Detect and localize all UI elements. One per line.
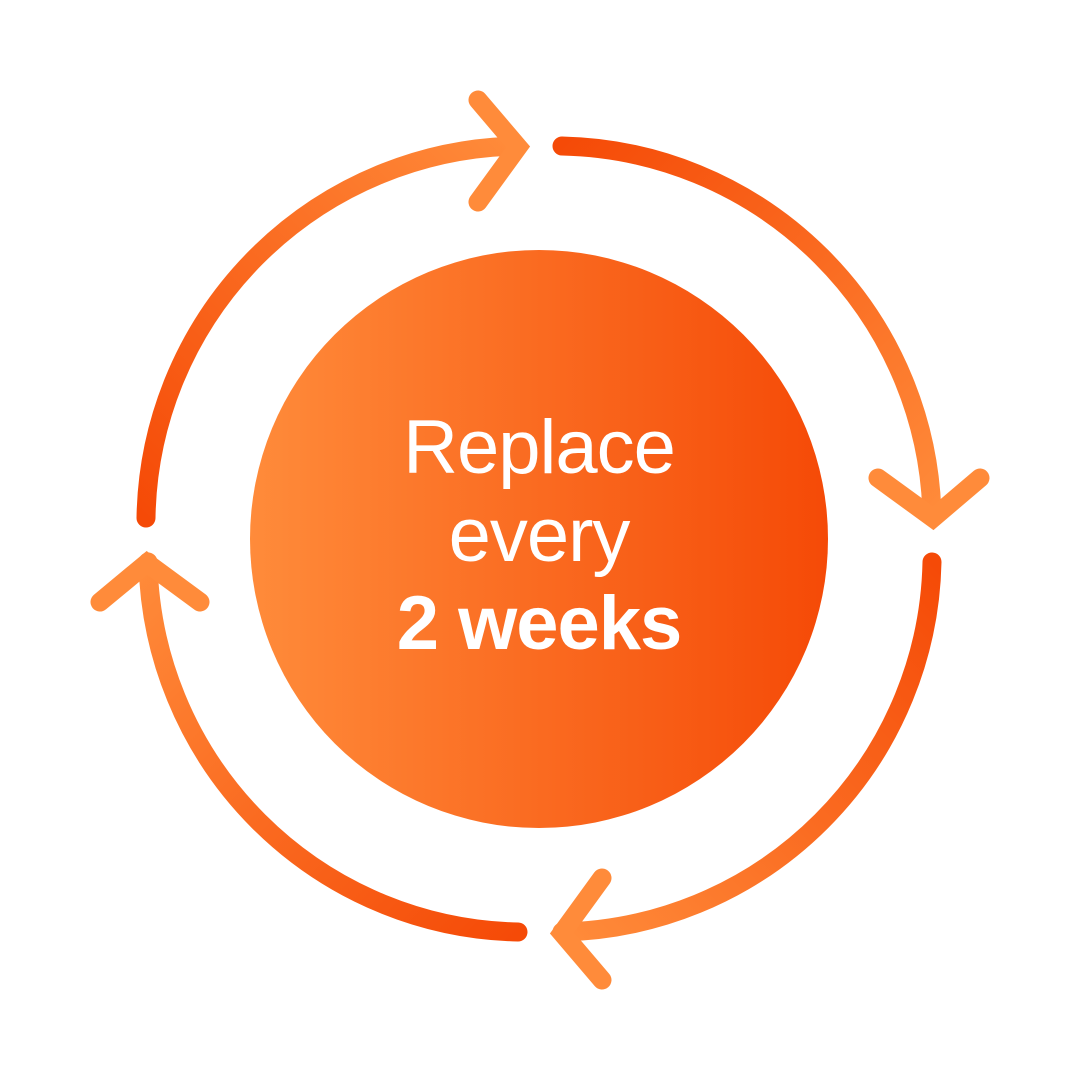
every-text: every bbox=[448, 493, 631, 578]
center-label: Replace every 2 weeks bbox=[250, 250, 828, 828]
arrow-head-bottom-icon bbox=[549, 868, 612, 990]
arc-bottom-right bbox=[549, 552, 942, 990]
arrow-head-top-icon bbox=[468, 90, 531, 212]
replace-text: Replace bbox=[403, 405, 676, 490]
arrow-head-left-icon bbox=[90, 550, 210, 612]
arc-top-right bbox=[552, 136, 990, 531]
interval-text: 2 weeks bbox=[396, 581, 683, 666]
arc-top-left bbox=[136, 90, 531, 528]
center-circle bbox=[250, 250, 828, 828]
arc-bottom-left bbox=[90, 550, 528, 942]
arrow-head-right-icon bbox=[868, 468, 990, 531]
